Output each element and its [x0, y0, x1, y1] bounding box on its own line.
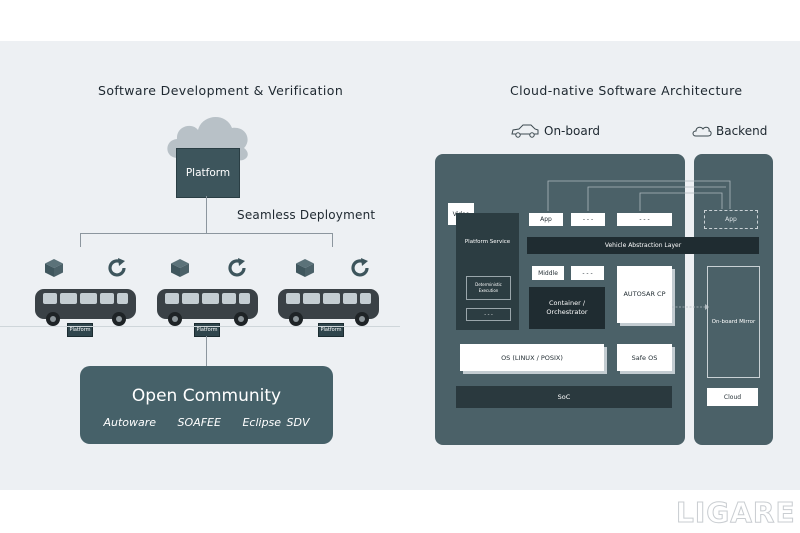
community-title: Open Community: [131, 386, 282, 406]
cloud-small-icon: [692, 126, 712, 137]
refresh-icon: [351, 258, 369, 277]
connector-line: [206, 196, 207, 234]
os-linux-box: OS (LINUX / POSIX): [460, 344, 604, 371]
vehicle-icon: [35, 289, 136, 326]
cube-icon: [171, 259, 189, 277]
car-icon: [511, 124, 539, 138]
safe-os-box: Safe OS: [617, 344, 672, 371]
vehicle-icon: [278, 289, 379, 326]
container-orchestrator-box: Container / Orchestrator: [529, 287, 605, 329]
community-list: Autoware SOAFEE Eclipse SDV: [80, 416, 333, 429]
soc-box: SoC: [456, 386, 672, 408]
connector-line: [332, 233, 333, 247]
cube-icon: [45, 259, 63, 277]
dots-box: - - -: [571, 266, 604, 280]
dots-box: - - -: [617, 213, 672, 226]
refresh-icon: [108, 258, 126, 277]
app-box: App: [529, 213, 563, 226]
ground-line: [0, 326, 400, 327]
deterministic-execution-box: Deterministic Execution: [466, 276, 511, 300]
connector-line: [206, 336, 207, 366]
vehicle-abstraction-layer: Vehicle Abstraction Layer: [527, 237, 759, 254]
community-item: Eclipse SDV: [242, 416, 310, 429]
onboard-mirror-box: On-board Mirror: [707, 266, 760, 378]
vehicle-icon: [157, 289, 258, 326]
community-item: SOAFEE: [177, 416, 221, 429]
connector-line: [80, 233, 333, 234]
open-community-box: Open Community Autoware SOAFEE Eclipse S…: [80, 366, 333, 444]
cube-icon: [296, 259, 314, 277]
arrow-icon: [672, 304, 709, 310]
dots-box: - - -: [466, 308, 511, 321]
cloud-box: Cloud: [707, 388, 758, 406]
refresh-icon: [228, 258, 246, 277]
onboard-label: On-board: [544, 124, 601, 138]
platform-box: Platform: [176, 148, 240, 198]
backend-label: Backend: [716, 124, 768, 138]
autosar-cp-box: AUTOSAR CP: [617, 266, 672, 323]
right-title: Cloud-native Software Architecture: [510, 83, 743, 98]
platform-service-label: Platform Service: [464, 239, 511, 245]
middle-box: Middle: [532, 266, 564, 280]
left-title: Software Development & Verification: [98, 83, 344, 98]
dots-box: - - -: [571, 213, 605, 226]
app-connectors: [547, 180, 731, 211]
connector-line: [80, 233, 81, 247]
app-backend-box: App: [704, 210, 758, 229]
ligare-logo: LIGARE: [676, 496, 796, 530]
community-item: Autoware: [103, 416, 157, 429]
seamless-deployment-label: Seamless Deployment: [237, 208, 376, 222]
